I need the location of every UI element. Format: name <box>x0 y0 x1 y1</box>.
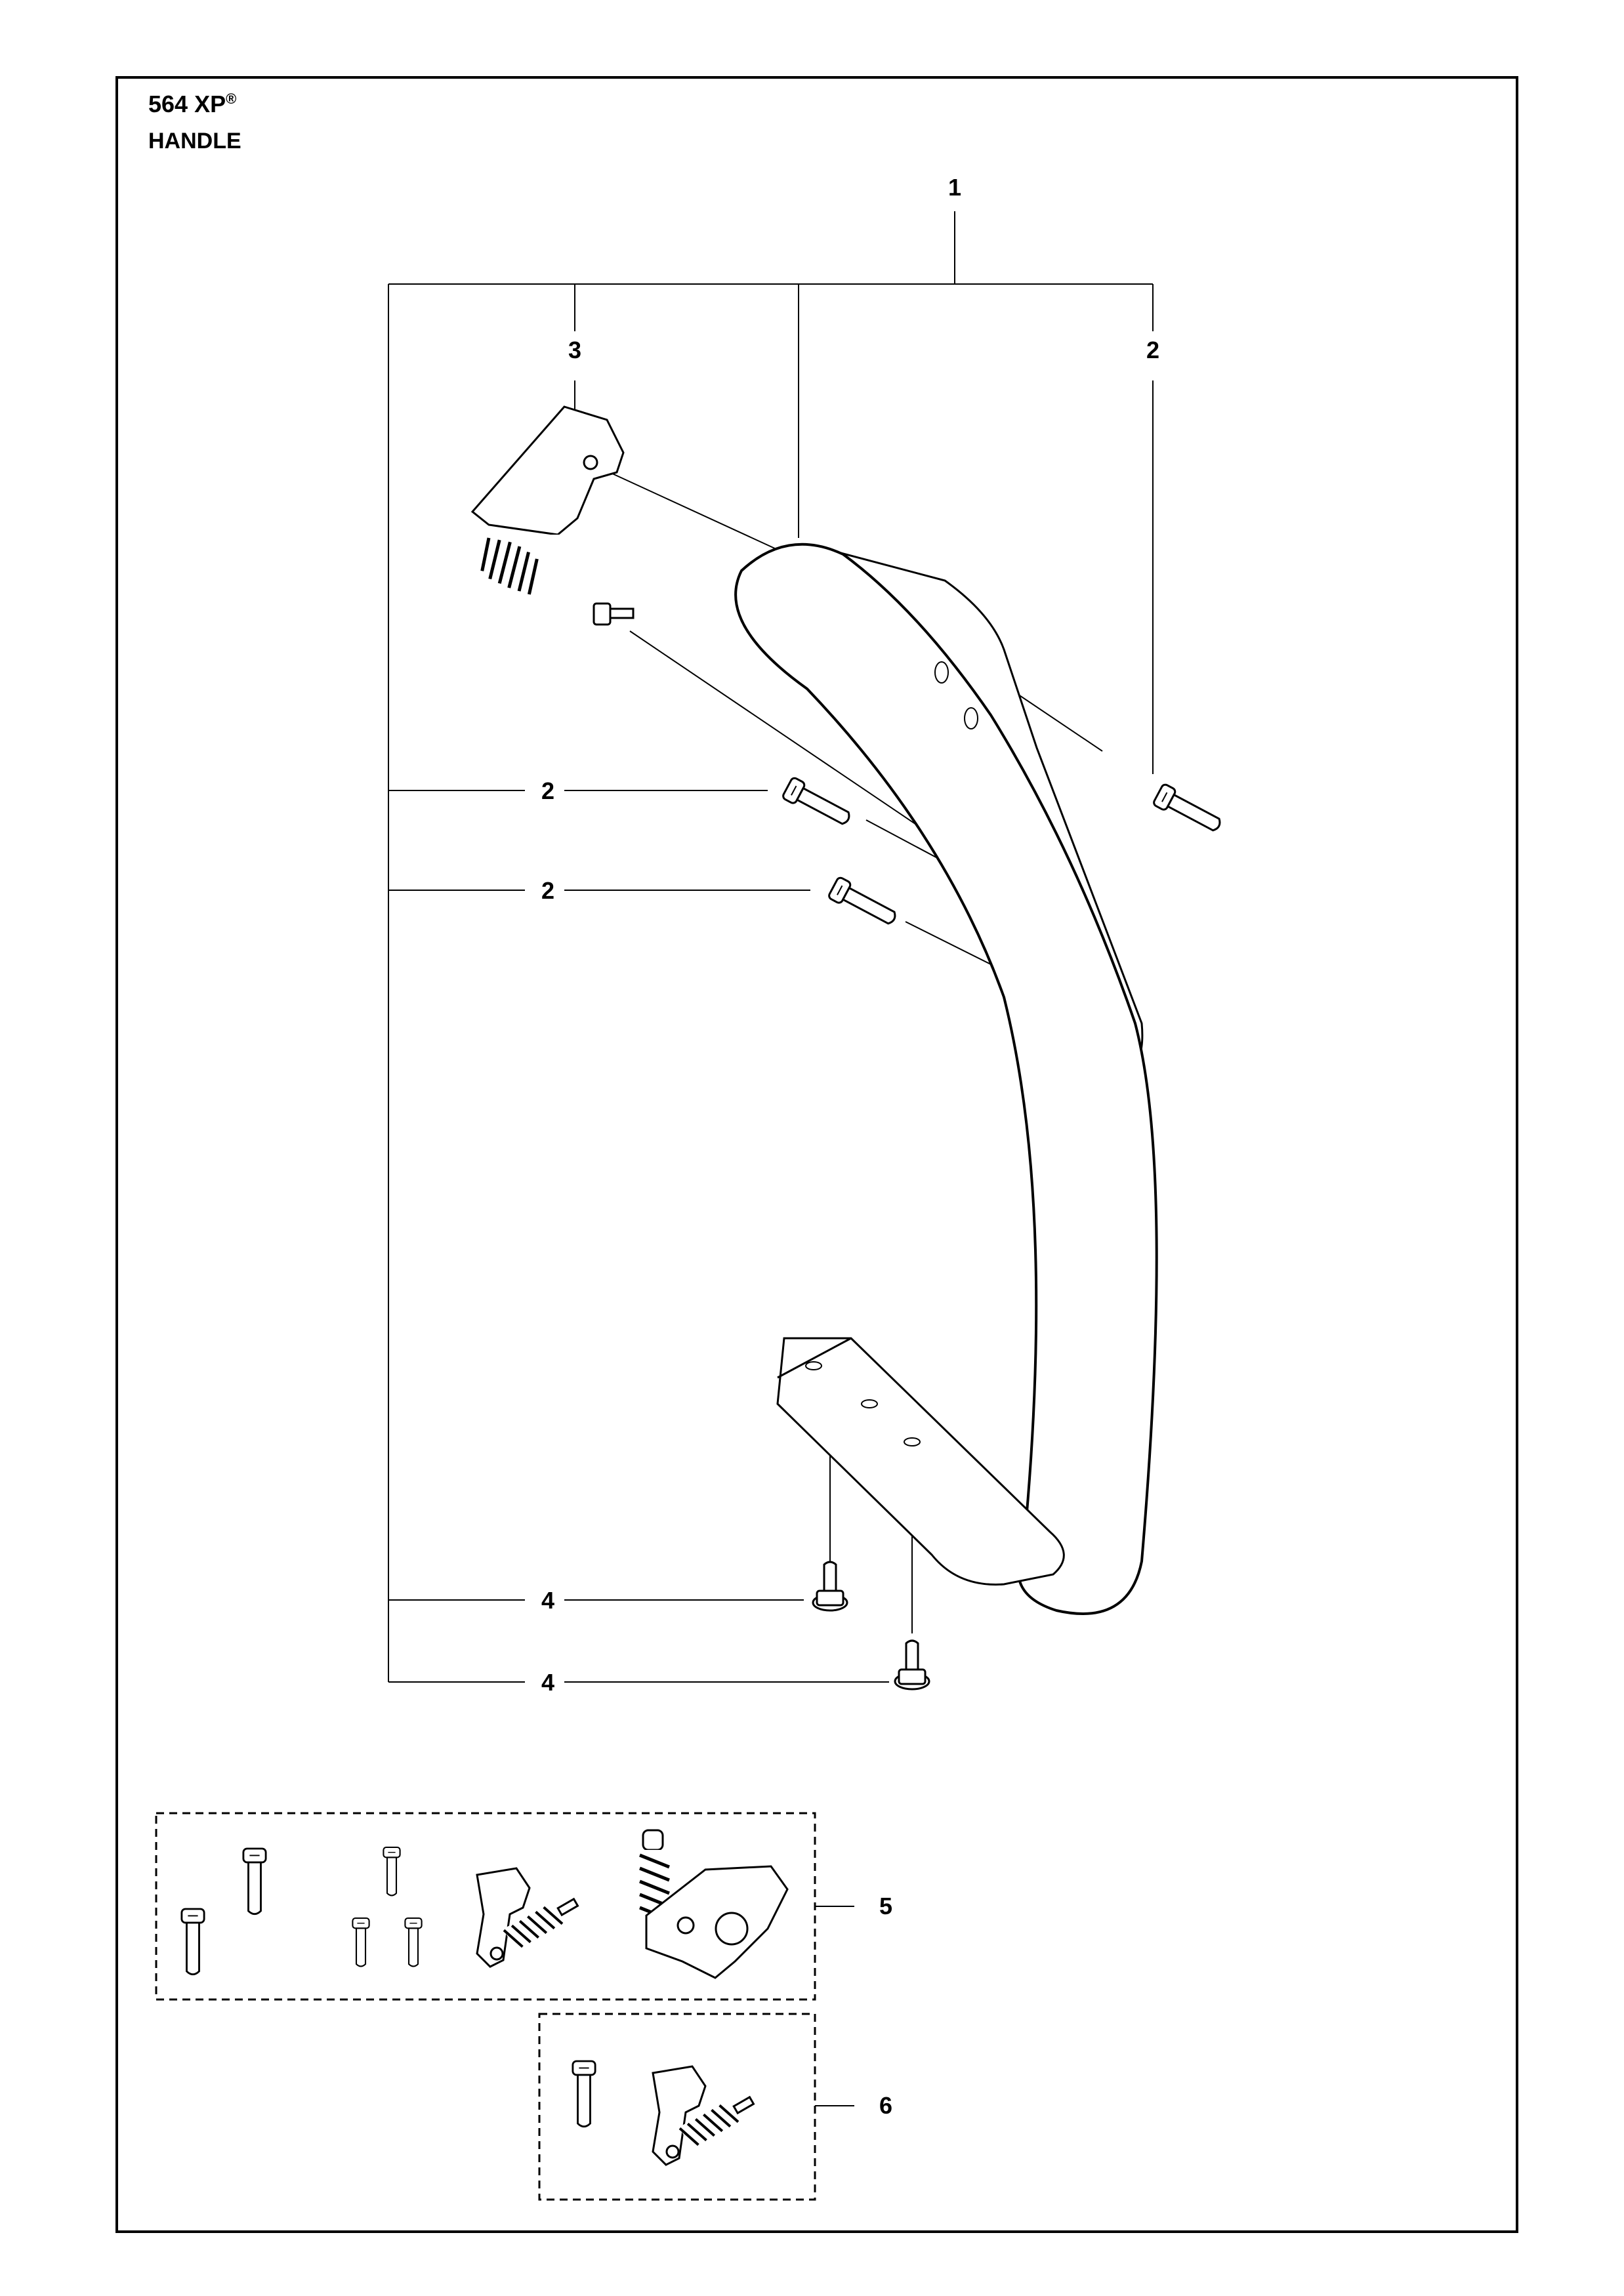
spring-damper-icon <box>652 2065 760 2166</box>
kit-5-box <box>155 1812 816 2001</box>
spring-damper-icon <box>476 1867 584 1968</box>
screw-icon <box>180 1846 423 1976</box>
callout-4-upper: 4 <box>541 1587 554 1614</box>
callout-2-top: 2 <box>1146 337 1159 363</box>
model-number: 564 XP <box>148 91 226 117</box>
kit-6-box <box>538 2013 816 2201</box>
callout-2-middle-lower: 2 <box>541 877 554 904</box>
screw-icon <box>572 2060 596 2128</box>
handlebar-icon <box>734 543 1158 1615</box>
model-name: 564 XP® <box>148 91 236 118</box>
callout-2-middle-upper: 2 <box>541 777 554 804</box>
callout-6: 6 <box>879 2092 892 2119</box>
callout-3: 3 <box>568 337 581 363</box>
callout-1: 1 <box>948 174 961 201</box>
page-title: HANDLE <box>148 129 241 154</box>
page-border <box>115 76 1518 2233</box>
callout-5: 5 <box>879 1893 892 1919</box>
damper-bracket-icon <box>639 1829 789 1979</box>
registered-mark: ® <box>226 91 237 107</box>
callout-4-lower: 4 <box>541 1669 554 1696</box>
damper-bracket-icon <box>470 405 635 626</box>
